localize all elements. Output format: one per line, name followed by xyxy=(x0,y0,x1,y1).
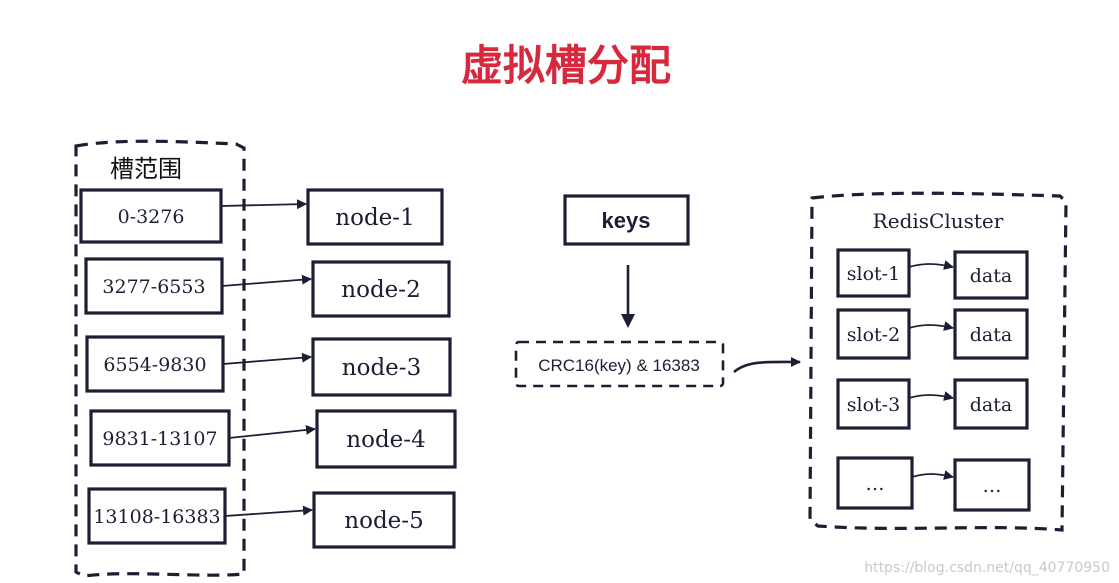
node-label: node-5 xyxy=(344,508,423,534)
data-label: data xyxy=(970,394,1012,416)
node-label: node-3 xyxy=(342,355,421,381)
data-label: … xyxy=(983,475,1002,497)
range-to-node-arrow xyxy=(220,199,307,210)
range-box xyxy=(87,487,227,545)
data-box xyxy=(953,378,1029,430)
range-to-node-arrow xyxy=(224,505,313,517)
data-box xyxy=(953,250,1029,300)
slot-range-row: 3277-6553 node-2 xyxy=(84,257,451,318)
slot-to-data-arrow xyxy=(908,391,954,401)
data-box xyxy=(953,308,1029,360)
slot-range-row: 0-3276 node-1 xyxy=(79,188,444,246)
redis-cluster-container xyxy=(808,191,1068,532)
node-label: node-2 xyxy=(341,277,420,303)
slot-range-row: 9831-13107 node-4 xyxy=(89,409,457,469)
node-label: node-4 xyxy=(346,427,425,453)
slot-to-data-arrow xyxy=(908,321,954,331)
slot-to-data-arrow xyxy=(911,470,954,480)
slot-label: slot-2 xyxy=(847,324,900,346)
cluster-row: slot-2 data xyxy=(836,308,1029,360)
cluster-row: …… xyxy=(836,456,1031,512)
range-to-node-arrow xyxy=(222,352,312,365)
slot-label: … xyxy=(866,473,885,495)
slot-range-container xyxy=(74,139,246,578)
range-label: 3277-6553 xyxy=(102,276,205,298)
slot-box xyxy=(836,378,911,430)
node-label: node-1 xyxy=(335,205,414,231)
slot-label: slot-1 xyxy=(847,263,900,285)
slot-to-data-arrow xyxy=(908,260,954,270)
node-box xyxy=(315,409,457,469)
range-to-node-arrow xyxy=(221,274,312,287)
slot-range-row: 13108-16383 node-5 xyxy=(87,487,456,549)
hash-function-box xyxy=(514,340,725,388)
cluster-row: slot-1 data xyxy=(836,248,1029,300)
slot-range-row: 6554-9830 node-3 xyxy=(85,335,452,397)
range-to-node-arrow xyxy=(228,424,316,439)
keys-label: keys xyxy=(602,208,651,233)
node-box xyxy=(312,491,456,549)
slot-range-heading: 槽范围 xyxy=(110,155,182,183)
data-label: data xyxy=(970,265,1012,287)
data-box xyxy=(953,458,1031,512)
range-label: 9831-13107 xyxy=(102,428,217,450)
slot-box xyxy=(836,308,911,360)
range-box xyxy=(79,188,223,244)
range-label: 6554-9830 xyxy=(103,354,206,376)
data-label: data xyxy=(970,324,1012,346)
cluster-row: slot-3 data xyxy=(836,378,1029,430)
hash-to-cluster-arrow xyxy=(733,356,801,374)
slot-label: slot-3 xyxy=(847,394,900,416)
node-box xyxy=(306,188,444,246)
range-box xyxy=(85,335,225,393)
node-box xyxy=(311,337,452,397)
node-box xyxy=(311,260,451,318)
slot-box xyxy=(836,456,914,510)
slot-range-rows: 0-3276 node-1 3277-6553 node-2 6554-9830 node… xyxy=(79,188,457,549)
range-label: 13108-16383 xyxy=(93,506,220,528)
keys-box xyxy=(563,194,690,246)
slot-box xyxy=(836,248,911,298)
watermark-text: https://blog.csdn.net/qq_40770950 xyxy=(864,560,1110,576)
range-box xyxy=(89,409,231,467)
range-label: 0-3276 xyxy=(118,206,185,228)
hash-function-label: CRC16(key) & 16383 xyxy=(538,356,700,375)
redis-cluster-heading: RedisCluster xyxy=(873,209,1004,233)
page-title: 虚拟槽分配 xyxy=(461,41,671,90)
